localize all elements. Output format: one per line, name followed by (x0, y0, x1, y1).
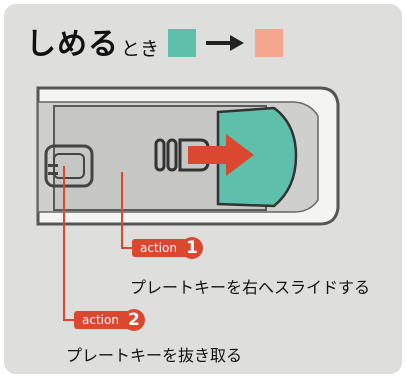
heading-sub: とき (121, 38, 160, 60)
action-2-badge: action 2 (74, 309, 145, 331)
action-1-number: 1 (180, 237, 203, 259)
action-1-badge: action 1 (132, 237, 203, 259)
action-2-text: プレートキーを抜き取る (66, 346, 243, 365)
teal-color-swatch (168, 29, 196, 57)
action-2-number: 2 (122, 309, 145, 331)
right-arrow-icon (206, 35, 244, 51)
action-1-text: プレートキーを右へスライドする (130, 278, 371, 297)
red-right-arrow-icon (188, 134, 254, 176)
action-1-tag: action (132, 239, 187, 257)
salmon-color-swatch (255, 29, 283, 57)
heading-main: しめる (26, 27, 119, 62)
heading: しめる とき (26, 18, 159, 62)
instruction-card: しめる とき action 1 (4, 4, 402, 374)
lock-device-illustration (36, 86, 340, 321)
action-2-tag: action (74, 311, 129, 329)
